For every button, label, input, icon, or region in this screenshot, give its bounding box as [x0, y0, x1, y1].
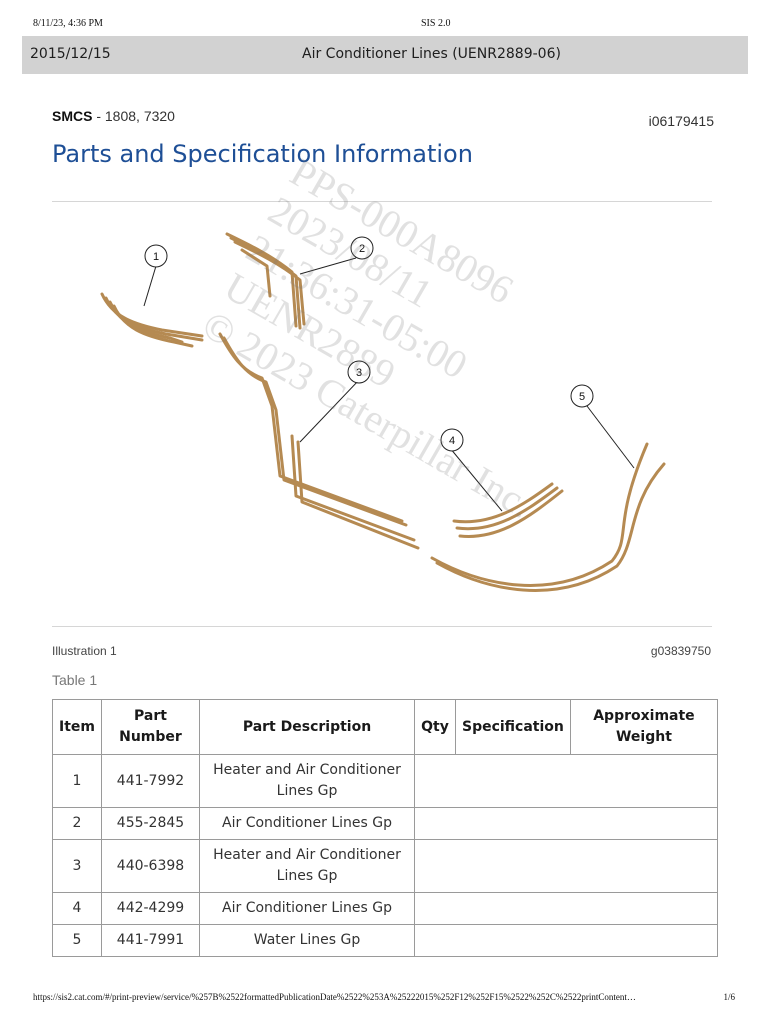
header-part-number: Part Number: [100, 699, 200, 755]
line-group-2: [225, 232, 306, 330]
cell-item: 4: [52, 892, 102, 925]
cell-part-number: 441-7992: [100, 754, 200, 808]
cell-item: 1: [52, 754, 102, 808]
header-specification: Specification: [454, 699, 571, 755]
print-datetime: 8/11/23, 4:36 PM: [33, 18, 103, 29]
smcs-line: SMCS - 1808, 7320: [52, 108, 175, 124]
cell-blank: [414, 839, 718, 893]
page-number: 1/6: [723, 992, 735, 1002]
document-title-bar: 2015/12/15 Air Conditioner Lines (UENR28…: [22, 36, 748, 74]
table-row: 2 455-2845 Air Conditioner Lines Gp: [52, 807, 718, 840]
illustration-caption: Illustration 1: [52, 644, 117, 658]
document-title: Air Conditioner Lines (UENR2889-06): [302, 46, 561, 62]
cell-description: Heater and Air Conditioner Lines Gp: [198, 754, 416, 808]
callout-3-label: 3: [356, 367, 362, 379]
header-qty: Qty: [414, 699, 456, 755]
callout-2: 2: [350, 236, 374, 260]
table-label: Table 1: [52, 672, 98, 688]
table-row: 4 442-4299 Air Conditioner Lines Gp: [52, 892, 718, 925]
print-app-name: SIS 2.0: [421, 18, 451, 29]
divider-bottom: [52, 626, 712, 627]
cell-blank: [414, 924, 718, 957]
header-approximate-weight: Approximate Weight: [569, 699, 719, 755]
air-conditioner-lines-illustration: 1 2 3 4 5: [100, 232, 666, 592]
document-id: i06179415: [648, 113, 714, 129]
smcs-codes: - 1808, 7320: [96, 108, 175, 124]
cell-part-number: 442-4299: [100, 892, 200, 925]
line-group-4: [452, 482, 564, 538]
callout-3: 3: [347, 360, 371, 384]
callout-5: 5: [570, 384, 594, 408]
callout-2-label: 2: [359, 243, 365, 255]
callout-1-label: 1: [153, 251, 159, 263]
line-group-1: [100, 292, 204, 348]
illustration-id: g03839750: [650, 644, 711, 658]
header-part-description: Part Description: [198, 699, 416, 755]
header-item: Item: [52, 699, 102, 755]
cell-blank: [414, 754, 718, 808]
cell-blank: [414, 892, 718, 925]
table-row: 3 440-6398 Heater and Air Conditioner Li…: [52, 839, 718, 893]
cell-part-number: 455-2845: [100, 807, 200, 840]
smcs-label: SMCS: [52, 108, 93, 124]
callout-leaders: [143, 257, 635, 512]
cell-description: Water Lines Gp: [198, 924, 416, 957]
cell-description: Heater and Air Conditioner Lines Gp: [198, 839, 416, 893]
cell-part-number: 441-7991: [100, 924, 200, 957]
cell-item: 5: [52, 924, 102, 957]
callout-1: 1: [144, 244, 168, 268]
cell-description: Air Conditioner Lines Gp: [198, 807, 416, 840]
table-header-row: Item Part Number Part Description Qty Sp…: [52, 699, 719, 755]
cell-item: 2: [52, 807, 102, 840]
callout-5-label: 5: [579, 391, 585, 403]
publication-date: 2015/12/15: [30, 46, 111, 62]
cell-item: 3: [52, 839, 102, 893]
print-header: 8/11/23, 4:36 PM SIS 2.0: [0, 14, 768, 32]
print-url: https://sis2.cat.com/#/print-preview/ser…: [33, 992, 636, 1002]
cell-blank: [414, 807, 718, 840]
cell-description: Air Conditioner Lines Gp: [198, 892, 416, 925]
parts-table: Item Part Number Part Description Qty Sp…: [52, 699, 719, 957]
table-row: 5 441-7991 Water Lines Gp: [52, 924, 718, 957]
table-row: 1 441-7992 Heater and Air Conditioner Li…: [52, 754, 718, 808]
line-group-3: [218, 332, 420, 550]
section-title: Parts and Specification Information: [52, 140, 473, 168]
cell-part-number: 440-6398: [100, 839, 200, 893]
divider-top: [52, 201, 712, 202]
callouts: 1 2 3 4 5: [144, 236, 594, 452]
callout-4: 4: [440, 428, 464, 452]
callout-4-label: 4: [449, 435, 455, 447]
line-group-5: [430, 442, 666, 592]
